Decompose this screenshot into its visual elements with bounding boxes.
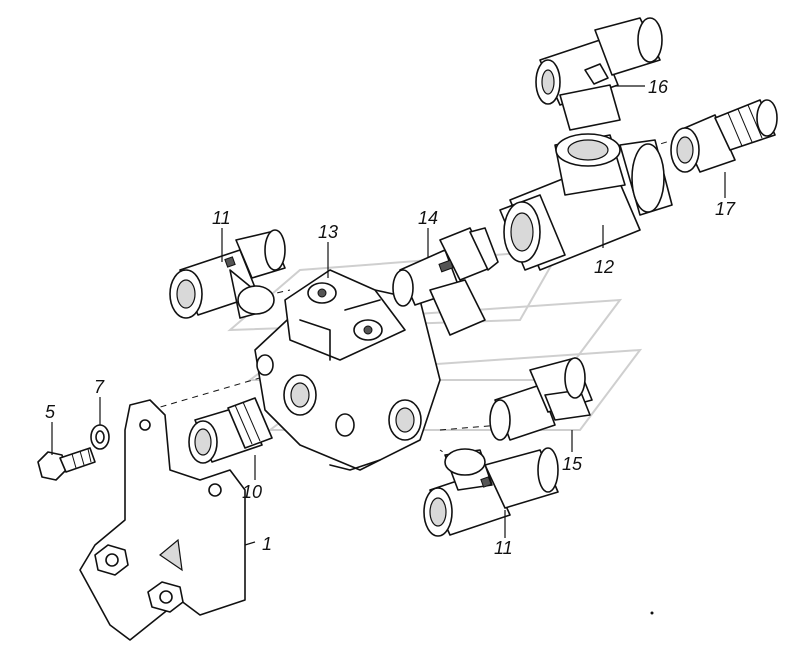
label-part-11-lower: 11 — [494, 538, 513, 558]
label-part-7: 7 — [94, 377, 105, 397]
part-labels: 1 5 7 10 11 11 12 13 14 15 16 17 — [45, 77, 736, 558]
part-10-fitting — [188, 397, 273, 464]
part-1-bracket — [79, 399, 246, 641]
part-12-large-tee — [499, 133, 673, 271]
bracket-nut-right — [147, 581, 184, 613]
label-part-12: 12 — [594, 257, 614, 277]
leader-lines — [51, 85, 726, 546]
label-part-14: 14 — [418, 208, 438, 228]
part-17-fitting — [670, 99, 778, 173]
part-11-tee-lower — [423, 447, 559, 537]
dot-mark — [650, 611, 654, 615]
label-part-10: 10 — [242, 482, 262, 502]
label-part-13: 13 — [318, 222, 338, 242]
label-part-5: 5 — [45, 402, 56, 422]
label-part-11-upper: 11 — [212, 208, 231, 228]
part-7-washer — [90, 424, 110, 450]
part-5-bolt — [37, 447, 96, 481]
part-14-sensor — [392, 227, 499, 336]
part-11-tee-upper — [169, 229, 286, 319]
part-15-sensor — [489, 357, 593, 441]
part-16-sensor-tee — [535, 17, 663, 131]
bracket-nut-left — [94, 544, 129, 576]
label-part-1: 1 — [262, 534, 272, 554]
part-13-valve-body — [254, 269, 441, 471]
label-part-17: 17 — [715, 199, 736, 219]
label-part-15: 15 — [562, 454, 583, 474]
label-part-16: 16 — [648, 77, 669, 97]
